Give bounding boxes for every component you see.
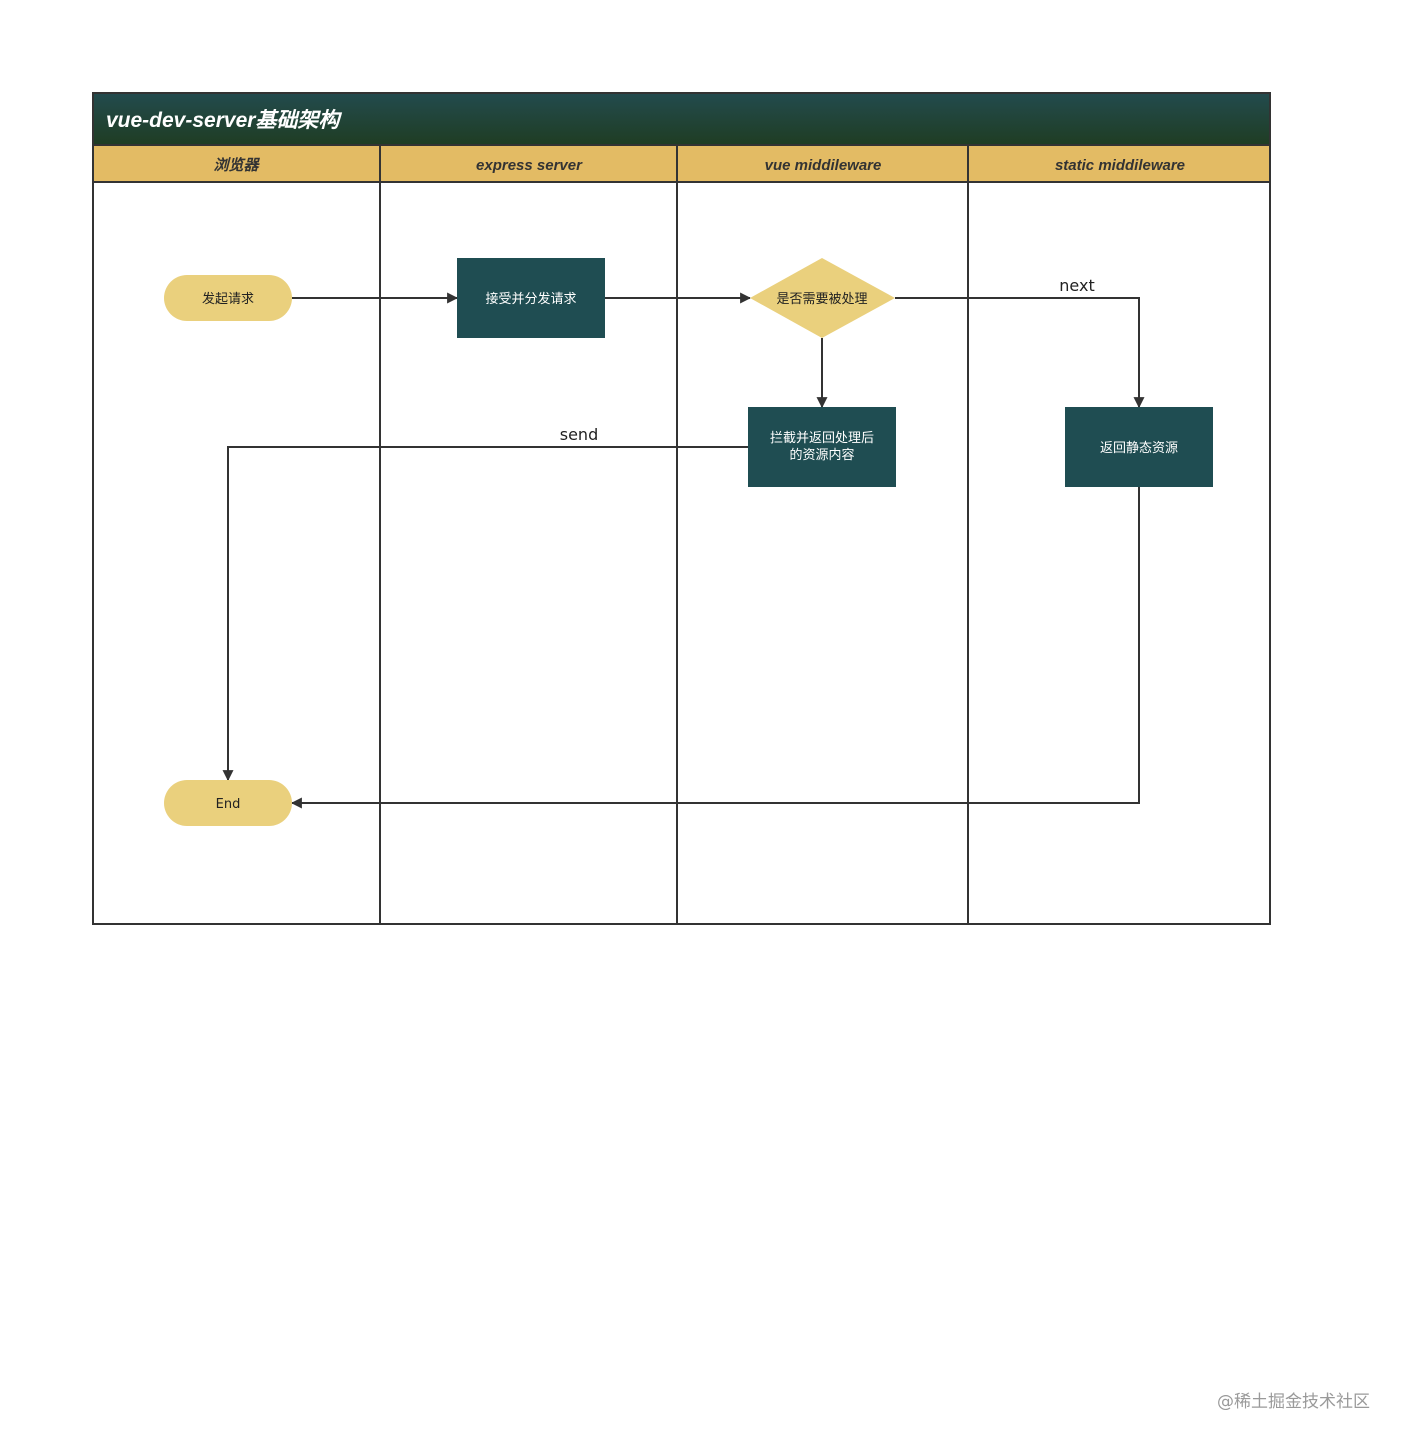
edge-decision-to-static xyxy=(895,297,1145,409)
edge-intercept-to-end xyxy=(222,446,748,782)
node-decision: 是否需要被处理 xyxy=(750,258,895,338)
node-static: 返回静态资源 xyxy=(1065,407,1213,487)
node-end-label: End xyxy=(216,797,241,812)
diagram-title: vue-dev-server基础架构 xyxy=(106,108,342,132)
node-intercept-label-line2: 的资源内容 xyxy=(789,447,854,463)
title-bar xyxy=(92,92,1271,146)
node-accept-label: 接受并分发请求 xyxy=(485,291,576,307)
lane-label-static: static middileware xyxy=(1055,157,1185,174)
watermark: @稀土掘金技术社区 xyxy=(1217,1392,1370,1412)
lane-label-browser: 浏览器 xyxy=(213,157,260,174)
node-start-label: 发起请求 xyxy=(202,291,254,307)
node-intercept-shape xyxy=(748,407,896,487)
node-accept-shape xyxy=(457,258,605,338)
lane-header-browser xyxy=(92,144,381,183)
lane-label-vue: vue middileware xyxy=(765,157,882,174)
connectors xyxy=(222,292,1145,809)
node-start: 发起请求 xyxy=(164,275,292,321)
node-decision-label: 是否需要被处理 xyxy=(776,292,867,307)
lane-label-express: express server xyxy=(476,157,583,174)
node-intercept: 拦截并返回处理后 的资源内容 xyxy=(748,407,896,487)
edge-static-to-end xyxy=(290,487,1140,809)
node-end-shape xyxy=(164,780,292,826)
node-static-label: 返回静态资源 xyxy=(1100,441,1178,456)
node-accept: 接受并分发请求 xyxy=(457,258,605,338)
lane-headers: 浏览器 express server vue middileware stati… xyxy=(92,144,1271,183)
node-end: End xyxy=(164,780,292,826)
node-static-shape xyxy=(1065,407,1213,487)
edge-label-next: next xyxy=(1059,276,1094,295)
node-intercept-label-line1: 拦截并返回处理后 xyxy=(770,431,874,446)
node-start-shape xyxy=(164,275,292,321)
edge-label-send: send xyxy=(560,425,598,444)
node-decision-shape xyxy=(750,258,895,338)
lane-body-static xyxy=(967,181,1271,925)
